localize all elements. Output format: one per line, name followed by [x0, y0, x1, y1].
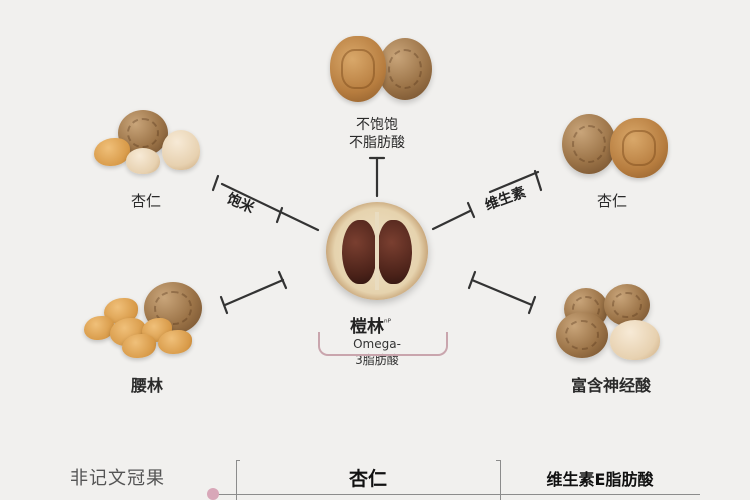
center-bracket [318, 332, 448, 356]
peanut-icon [158, 330, 192, 354]
center-title: 榿林ⁿᴾ [350, 312, 440, 337]
node-top-right [558, 110, 674, 182]
connector-bottom-right [470, 278, 534, 307]
node-top-left [92, 108, 204, 178]
walnut-shell-icon [378, 38, 432, 100]
center-subtitle-line2: 3脂肪酸 [355, 353, 399, 367]
walnut-kernel-icon [610, 118, 668, 178]
table-divider-left [236, 460, 237, 500]
node-bottom-left-label: 腰林 [130, 376, 163, 395]
table-row-label: 非记文冠果 [70, 468, 165, 489]
table-marker-dot [207, 488, 219, 500]
node-bottom-right-label: 富含神经酸 [570, 376, 651, 395]
node-top-left-label: 杏仁 [130, 192, 161, 210]
center-title-superscript: ⁿᴾ [384, 318, 392, 329]
node-top-label: 不饱饱 不脂肪酸 [327, 116, 427, 152]
table-divider-mid [500, 460, 501, 500]
node-top [326, 34, 436, 110]
center-subtitle: Omega- 3脂肪酸 [327, 336, 427, 368]
peanut-icon [84, 316, 114, 340]
node-top-label-line2: 不脂肪酸 [349, 135, 405, 151]
open-shell-icon [610, 320, 660, 360]
split-walnut-icon [326, 202, 428, 300]
walnut-shell-icon [562, 114, 616, 174]
center-title-text: 榿林 [350, 317, 384, 337]
cashew-icon [94, 138, 130, 166]
pecan-shell-icon [604, 284, 650, 326]
table-line-top [236, 460, 240, 461]
connector-top-left [220, 182, 320, 232]
open-shell-icon [162, 130, 200, 170]
connector-bottom-left [223, 278, 285, 307]
walnut-kernel-icon [330, 36, 386, 102]
node-top-label-line1: 不饱饱 [356, 117, 398, 133]
table-line-top [496, 460, 500, 461]
center-node [326, 202, 428, 300]
node-bottom-left [82, 280, 206, 360]
node-bottom-right [554, 282, 666, 362]
pecan-shell-icon [556, 312, 608, 358]
table-col1-header: 杏仁 [348, 468, 387, 490]
connector-top-right [431, 209, 472, 231]
center-subtitle-line1: Omega- [353, 337, 401, 351]
node-top-right-label: 杏仁 [596, 192, 627, 210]
peanut-icon [122, 334, 156, 358]
table-line-bottom [218, 494, 700, 495]
open-shell-icon [126, 148, 160, 174]
table-col2-header: 维生素E脂肪酸 [546, 470, 654, 489]
